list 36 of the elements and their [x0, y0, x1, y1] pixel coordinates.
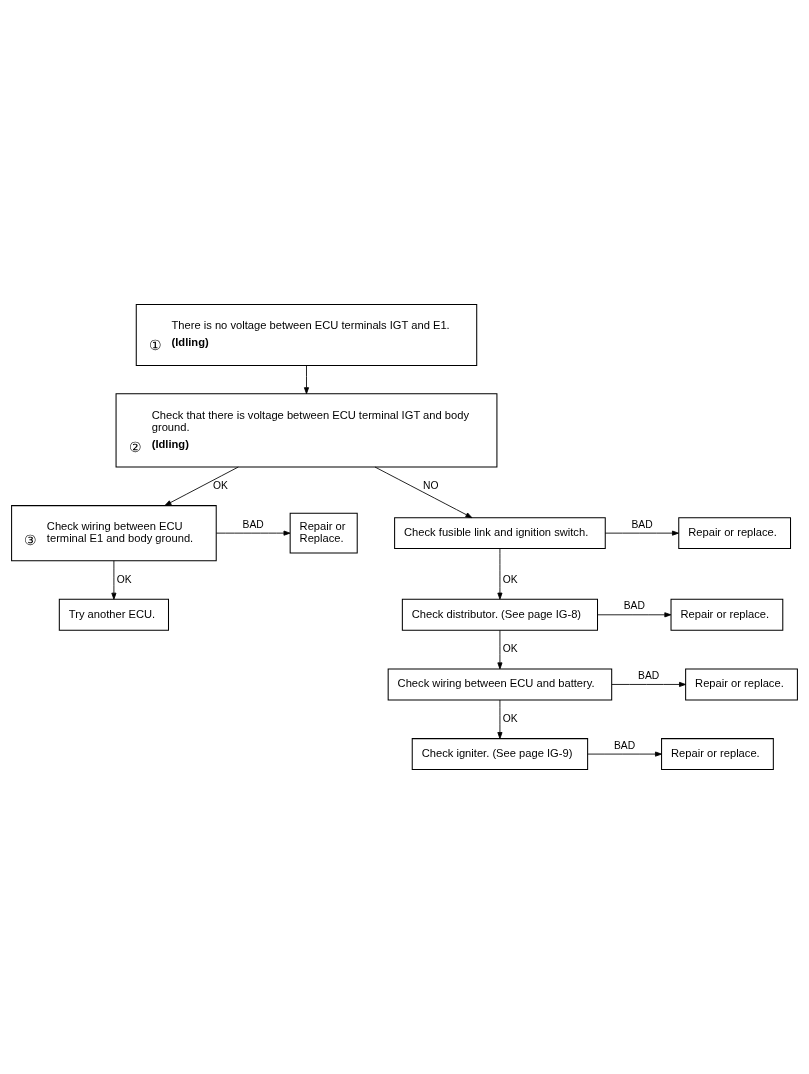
edge-label: BAD [614, 739, 636, 751]
node-box: Check distributor. (See page IG-8) [401, 598, 599, 631]
arrow [497, 548, 503, 600]
arrow [374, 466, 473, 519]
node-box: ③ Check wiring between ECU terminal E1 and body ground. [11, 505, 217, 562]
edge-label: OK [502, 643, 518, 655]
arrow [303, 365, 310, 395]
arrow [497, 629, 503, 670]
edge-label: NO [423, 479, 439, 491]
node-box: Repair or Replace. [289, 512, 358, 554]
node-box: Check igniter. (See page IG-9) [411, 738, 589, 771]
edge-label: BAD [638, 669, 660, 681]
edge-label: OK [502, 712, 518, 724]
arrow [587, 751, 662, 757]
arrow [215, 530, 291, 536]
arrow [497, 699, 503, 739]
node-box: Repair or replace. [685, 668, 798, 701]
node-box: Repair or replace. [670, 598, 784, 631]
node-box: ① There is no voltage between ECU terminals IGT and E1. (Idling) [135, 303, 478, 366]
arrow [597, 612, 672, 618]
arrow [111, 560, 117, 600]
arrow [604, 530, 679, 536]
node-box: ② Check that there is voltage between ECU terminal IGT and body ground. (Idling) [115, 393, 498, 468]
arrow [164, 466, 239, 506]
edge-label: BAD [242, 518, 264, 530]
node-box: Try another ECU. [58, 598, 169, 631]
edge-label: OK [116, 573, 132, 585]
edge-label: OK [502, 573, 518, 585]
edge-label: OK [213, 479, 228, 491]
edge-label: BAD [623, 600, 645, 612]
node-box: Check wiring between ECU and battery. [387, 668, 613, 701]
node-box: Repair or replace. [661, 738, 774, 771]
arrow [611, 681, 686, 687]
node-box: Repair or replace. [678, 517, 792, 550]
node-box: Check fusible link and ignition switch. [394, 517, 606, 550]
edge-label: BAD [631, 518, 653, 530]
